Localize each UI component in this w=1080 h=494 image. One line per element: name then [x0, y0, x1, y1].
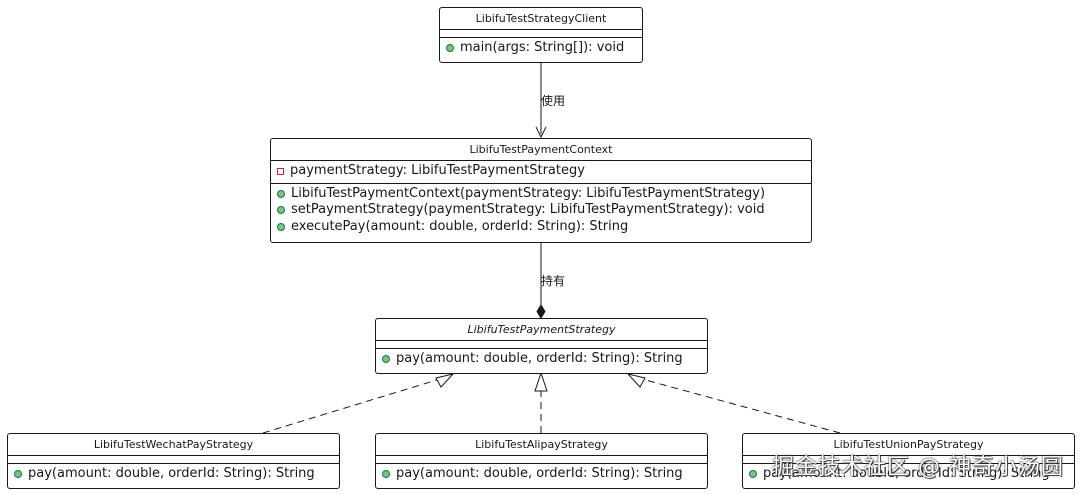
wechat-realization-arrowhead [435, 373, 455, 388]
wechat-realization-line [262, 378, 441, 434]
attribute-compartment [8, 456, 339, 464]
interface-payment-strategy[interactable]: LibifuTestPaymentStrategy pay(amount: do… [375, 318, 708, 374]
union-realization-line [641, 378, 841, 434]
public-visibility-icon [749, 470, 757, 479]
public-visibility-icon [277, 206, 285, 215]
class-strategy-client[interactable]: LibifuTestStrategyClient main(args: Stri… [439, 7, 643, 63]
method-row: pay(amount: double, orderId: String): St… [376, 466, 707, 483]
public-visibility-icon [446, 44, 454, 53]
union-realization-arrowhead [626, 373, 646, 388]
composition-diamond [536, 304, 546, 319]
holds-label: 持有 [541, 274, 566, 288]
method-row: executePay(amount: double, orderId: Stri… [271, 219, 811, 236]
interface-name: LibifuTestPaymentStrategy [376, 319, 707, 341]
public-visibility-icon [14, 470, 22, 479]
public-visibility-icon [277, 222, 285, 231]
method-row: main(args: String[]): void [440, 40, 642, 57]
class-name: LibifuTestWechatPayStrategy [8, 434, 339, 456]
attribute-row: paymentStrategy: LibifuTestPaymentStrate… [271, 163, 811, 180]
uses-label: 使用 [541, 94, 566, 108]
alipay-realization-arrowhead [534, 371, 548, 392]
class-name: LibifuTestAlipayStrategy [376, 434, 707, 456]
method-row: LibifuTestPaymentContext(paymentStrategy… [271, 186, 811, 203]
class-wechat-pay-strategy[interactable]: LibifuTestWechatPayStrategy pay(amount: … [7, 433, 340, 489]
class-name: LibifuTestPaymentContext [271, 139, 811, 161]
method-row: pay(amount: double, orderId: String): St… [743, 466, 1074, 483]
watermark-text: 掘金技术社区 @ 神奇小汤圆 [772, 455, 1064, 480]
attribute-compartment [376, 456, 707, 464]
public-visibility-icon [382, 470, 390, 479]
method-row: setPaymentStrategy(paymentStrategy: Libi… [271, 202, 811, 219]
attribute-compartment [376, 341, 707, 349]
public-visibility-icon [382, 355, 390, 364]
method-row: pay(amount: double, orderId: String): St… [8, 466, 339, 483]
class-name: LibifuTestStrategyClient [440, 8, 642, 30]
uses-arrowhead [535, 126, 547, 139]
method-row: pay(amount: double, orderId: String): St… [376, 351, 707, 368]
attribute-compartment [743, 456, 1074, 464]
private-visibility-icon [277, 167, 284, 175]
class-alipay-strategy[interactable]: LibifuTestAlipayStrategy pay(amount: dou… [375, 433, 708, 489]
class-union-pay-strategy[interactable]: LibifuTestUnionPayStrategy pay(amount: d… [742, 433, 1075, 489]
class-payment-context[interactable]: LibifuTestPaymentContext paymentStrategy… [270, 138, 812, 243]
public-visibility-icon [277, 189, 285, 198]
attribute-compartment [440, 30, 642, 38]
class-name: LibifuTestUnionPayStrategy [743, 434, 1074, 456]
